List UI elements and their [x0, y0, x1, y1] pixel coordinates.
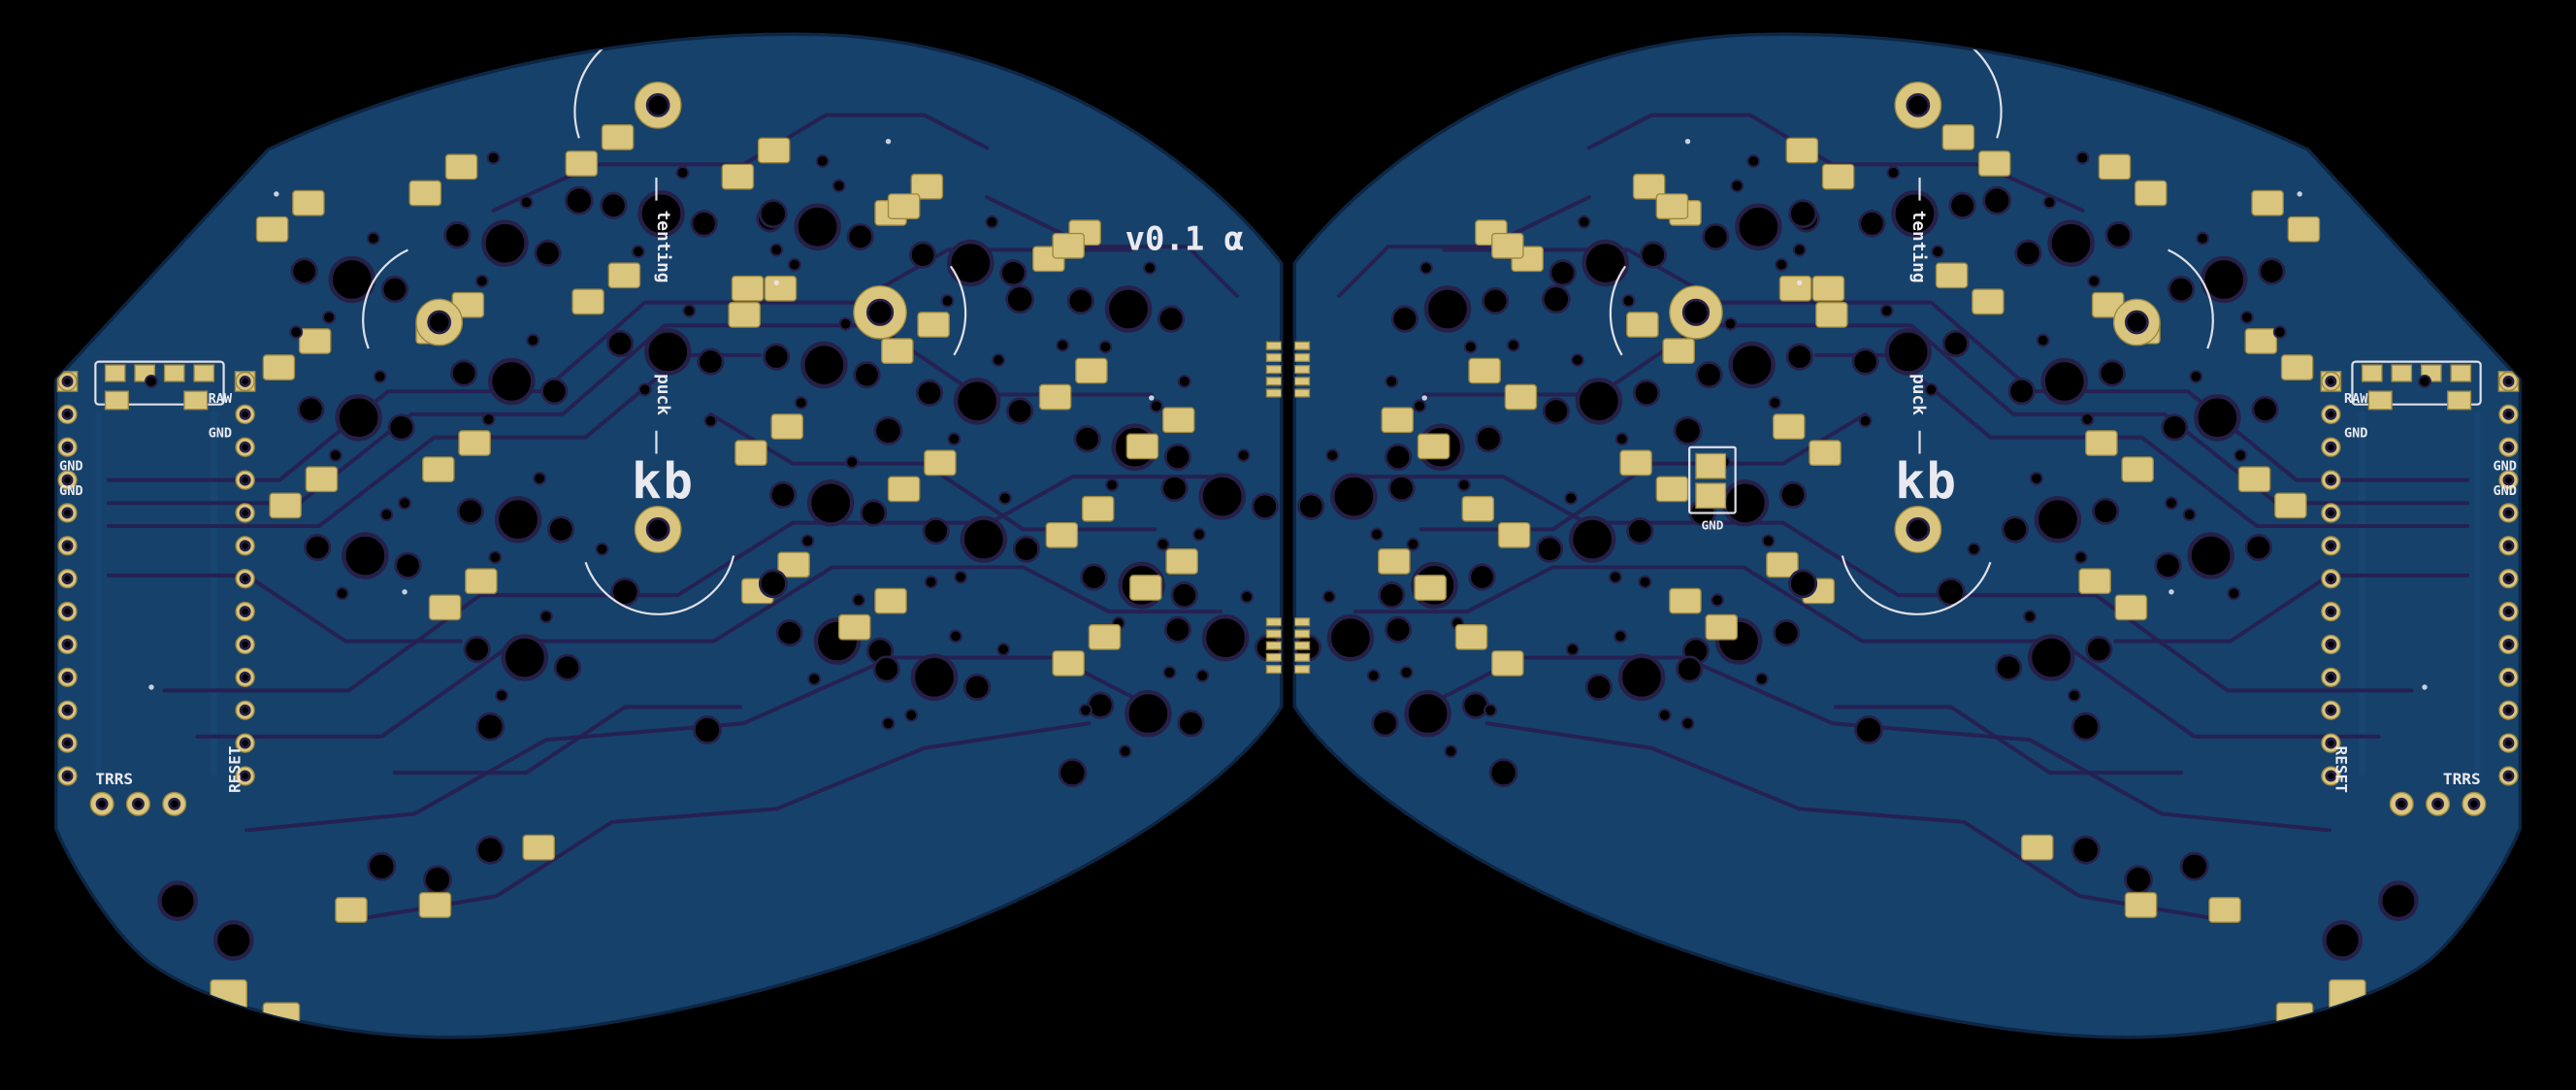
gnd-label: GND [2493, 483, 2516, 499]
gnd-label: GND [209, 426, 232, 442]
trrs-label: TRRS [95, 770, 133, 788]
reset-label: RESET [226, 746, 245, 793]
silkscreen-text-left: v0.1 α kb tenting puck RAW GND GND GND T… [59, 211, 1244, 793]
puck-label: puck [653, 374, 673, 415]
pcb-left-board [56, 26, 1282, 1038]
tenting-label: tenting [1908, 211, 1929, 283]
gnd-label: GND [2493, 458, 2516, 474]
gnd-label: GND [1701, 517, 1723, 532]
gnd-label: GND [59, 458, 82, 474]
kb-logo: kb [1895, 452, 1958, 510]
gnd-callout-outline [1688, 446, 1737, 514]
reset-label: RESET [2331, 746, 2350, 793]
silkscreen-text-right: kb tenting puck RAW GND GND GND TRRS RES… [1688, 211, 2517, 793]
puck-label: puck [1908, 374, 1929, 415]
raw-label: RAW [209, 391, 233, 407]
gnd-label: GND [59, 483, 82, 499]
version-label: v0.1 α [1125, 219, 1244, 257]
gnd-callout: GND [1688, 446, 1737, 532]
gnd-label: GND [2344, 426, 2367, 442]
raw-label: RAW [2344, 391, 2368, 407]
trrs-label: TRRS [2443, 770, 2481, 788]
kb-logo: kb [632, 452, 695, 510]
tenting-label: tenting [653, 211, 673, 283]
pcb-right-board [1294, 26, 2520, 1038]
